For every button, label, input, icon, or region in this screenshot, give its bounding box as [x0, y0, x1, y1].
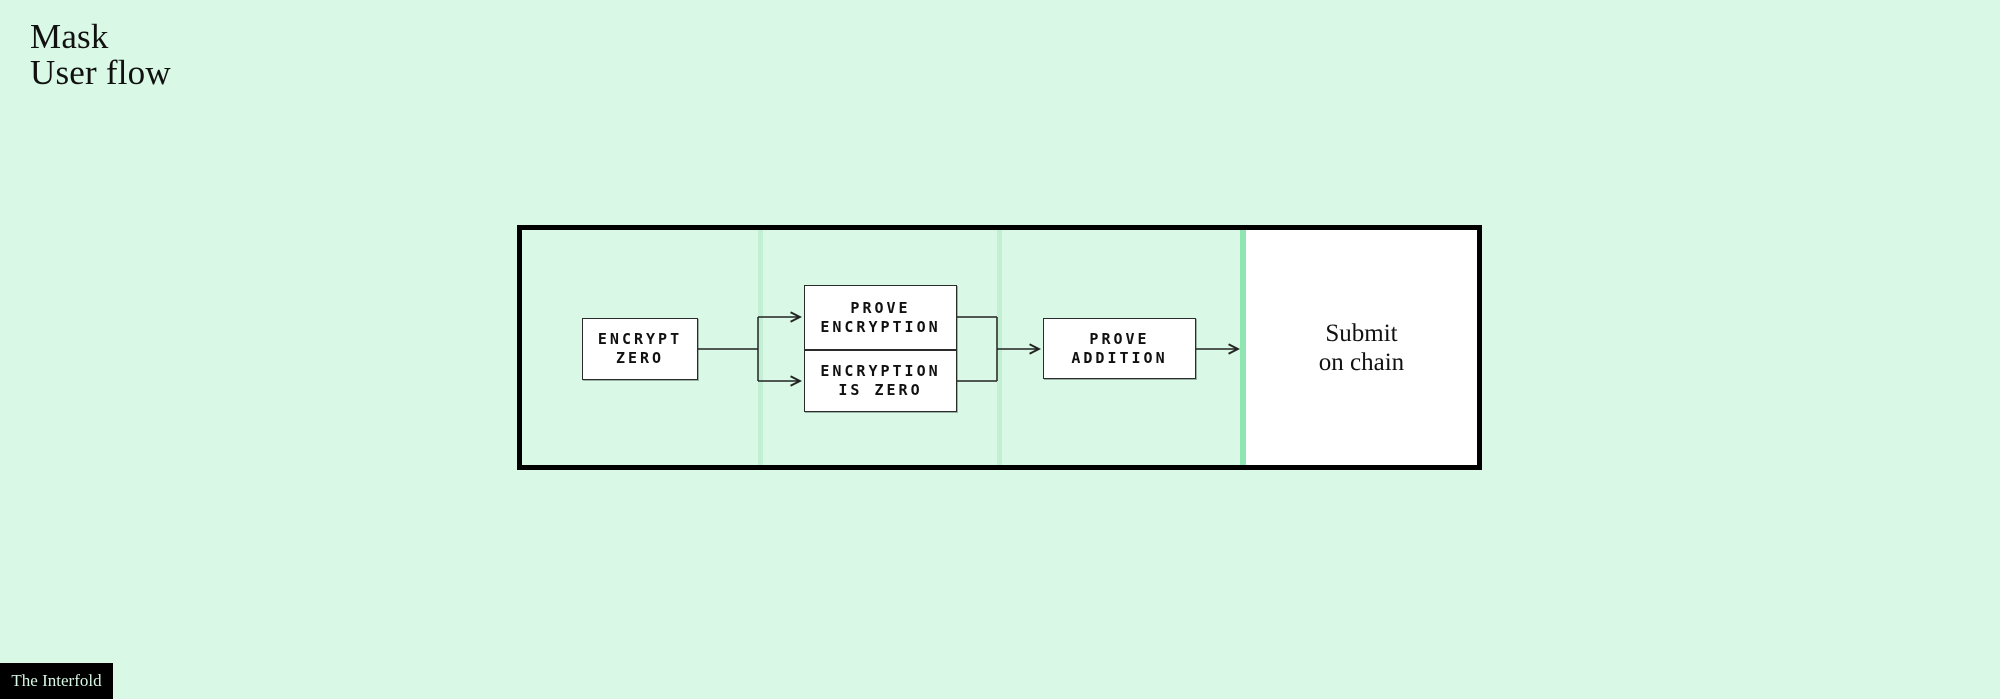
page-title-line1: Mask: [30, 17, 109, 56]
lane-divider-2: [997, 230, 1002, 465]
node-prove-encryption-label: PROVE ENCRYPTION: [820, 298, 941, 336]
node-encryption-is-zero-label: ENCRYPTION IS ZERO: [820, 362, 941, 399]
node-encrypt-zero-label: ENCRYPT ZERO: [597, 330, 683, 367]
page-title: Mask User flow: [30, 19, 171, 91]
brand-badge-label: The Interfold: [11, 671, 102, 690]
node-prove-addition: PROVE ADDITION: [1043, 318, 1196, 379]
lane-divider-accent: [1240, 230, 1246, 465]
node-encryption-is-zero: ENCRYPTION IS ZERO: [804, 350, 957, 412]
submit-on-chain-panel: Submit on chain: [1246, 230, 1477, 465]
submit-on-chain-label: Submit on chain: [1318, 319, 1405, 376]
brand-badge: The Interfold: [0, 663, 113, 699]
node-encrypt-zero: ENCRYPT ZERO: [582, 318, 698, 380]
node-prove-addition-label: PROVE ADDITION: [1071, 329, 1168, 367]
page-title-line2: User flow: [30, 53, 171, 92]
flow-diagram-frame: Submit on chain ENCRYPT ZERO: [517, 225, 1482, 470]
node-prove-encryption: PROVE ENCRYPTION: [804, 285, 957, 350]
flow-diagram: Submit on chain ENCRYPT ZERO: [522, 230, 1477, 465]
lane-divider-1: [758, 230, 763, 465]
